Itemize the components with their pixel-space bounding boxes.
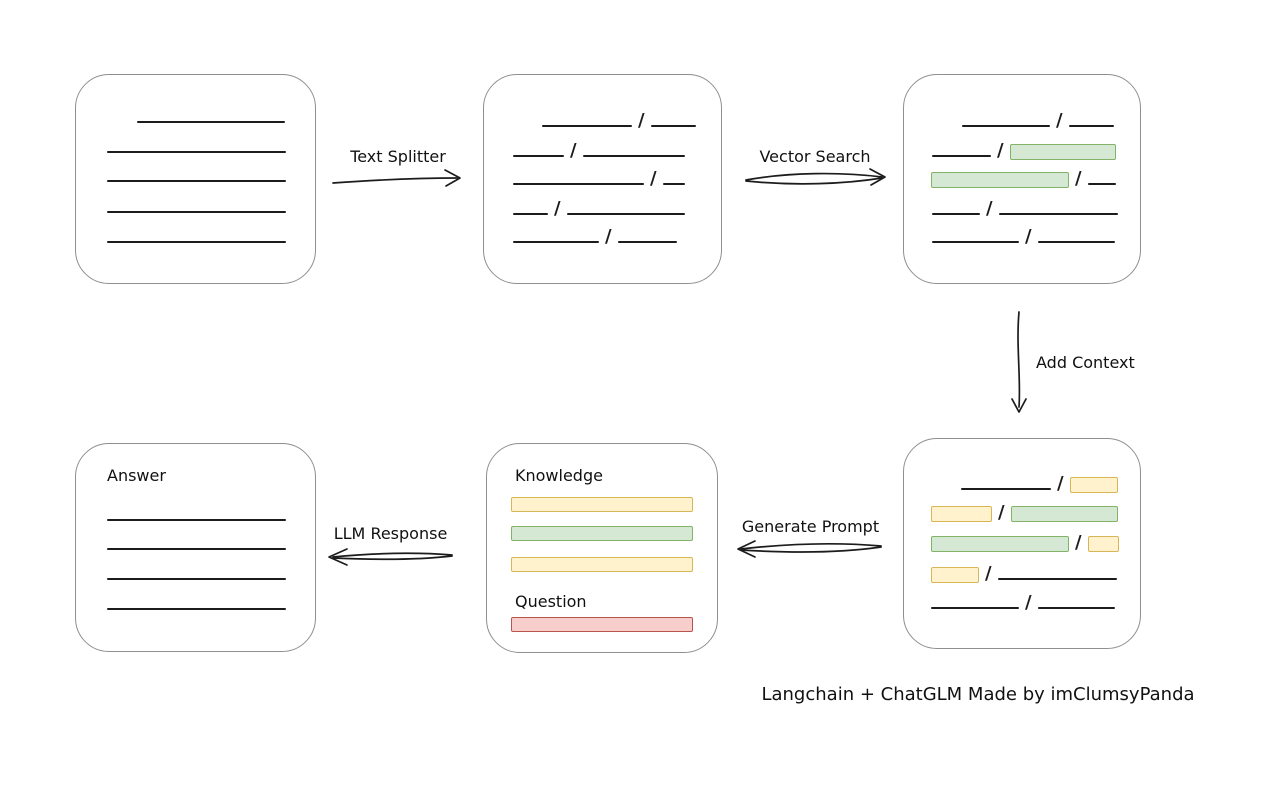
llm-response-label: LLM Response [333,524,448,543]
text-line [107,519,286,521]
chunk-row: / [513,228,677,246]
text-line [107,548,286,550]
text-line [513,183,644,185]
chunk-row: / [542,112,696,130]
text-line [107,578,286,580]
text-line [566,213,685,215]
slash-separator: / [1075,168,1082,189]
slash-separator: / [997,140,1004,161]
chunk-row: / [931,504,1118,522]
add-context-label: Add Context [1036,353,1135,372]
text-line [1037,241,1115,243]
slash-separator: / [650,168,657,189]
text-line [662,183,685,185]
generate-prompt-label: Generate Prompt [741,517,880,536]
text-line [932,213,980,215]
question-bar-red [511,617,693,632]
text-line [107,241,286,243]
add-context-arrow [1011,311,1027,413]
chunk-row: / [932,142,1116,160]
text-splitter-arrow [332,169,461,187]
question-label: Question [515,592,587,611]
yellow-chunk-highlight [931,506,992,522]
chunk-row: / [513,170,685,188]
green-chunk-highlight [931,536,1069,552]
text-line [1037,607,1115,609]
knowledge-bar-green [511,526,693,541]
text-line [513,213,548,215]
text-line [107,151,286,153]
slash-separator: / [1057,473,1064,494]
chunk-row: / [513,200,685,218]
slash-separator: / [1025,226,1032,247]
text-line [107,211,286,213]
chunk-row: / [962,112,1114,130]
knowledge-bar-yellow [511,557,693,572]
diagram-caption: Langchain + ChatGLM Made by imClumsyPand… [761,684,1195,705]
yellow-chunk-highlight [1087,536,1119,552]
knowledge-bar-yellow [511,497,693,512]
knowledge-label: Knowledge [515,466,603,485]
node-split-chunks: / / / / / [483,74,722,284]
chunk-row: / [932,200,1118,218]
green-chunk-highlight [1010,506,1118,522]
text-line [1068,125,1114,127]
chunk-row: / [961,475,1118,493]
text-line [513,241,599,243]
green-chunk-highlight [931,172,1069,188]
chunk-row: / [931,594,1115,612]
yellow-chunk-highlight [931,567,979,583]
text-line [998,213,1118,215]
text-line [107,608,286,610]
text-line [617,241,677,243]
text-line [962,125,1050,127]
slash-separator: / [570,140,577,161]
slash-separator: / [605,226,612,247]
text-line [997,578,1117,580]
slash-separator: / [1056,110,1063,131]
slash-separator: / [985,563,992,584]
slash-separator: / [554,198,561,219]
vector-search-arrow [745,168,886,186]
node-answer: Answer [75,443,316,652]
chunk-row: / [931,170,1116,188]
text-line [650,125,696,127]
node-prompt: Knowledge Question [486,443,718,653]
text-line [1087,183,1116,185]
text-line [513,155,564,157]
green-chunk-highlight [1009,144,1116,160]
text-line [137,121,285,123]
text-line [932,155,991,157]
generate-prompt-arrow [737,540,882,558]
chunk-row: / [932,228,1115,246]
text-line [961,488,1051,490]
slash-separator: / [1025,592,1032,613]
slash-separator: / [1075,532,1082,553]
vector-search-label: Vector Search [759,147,871,166]
node-search-results: / / / / / [903,74,1141,284]
slash-separator: / [986,198,993,219]
text-line [582,155,685,157]
text-line [107,180,286,182]
slash-separator: / [998,502,1005,523]
answer-label: Answer [107,466,166,485]
text-line [932,241,1019,243]
yellow-chunk-highlight [1069,477,1118,493]
text-splitter-label: Text Splitter [350,147,446,166]
text-line [542,125,632,127]
node-context-chunks: / / / / / [903,438,1141,649]
slash-separator: / [638,110,645,131]
node-source-document [75,74,316,284]
llm-response-arrow [328,548,453,566]
chunk-row: / [931,534,1119,552]
chunk-row: / [513,142,685,160]
chunk-row: / [931,565,1117,583]
text-line [931,607,1019,609]
